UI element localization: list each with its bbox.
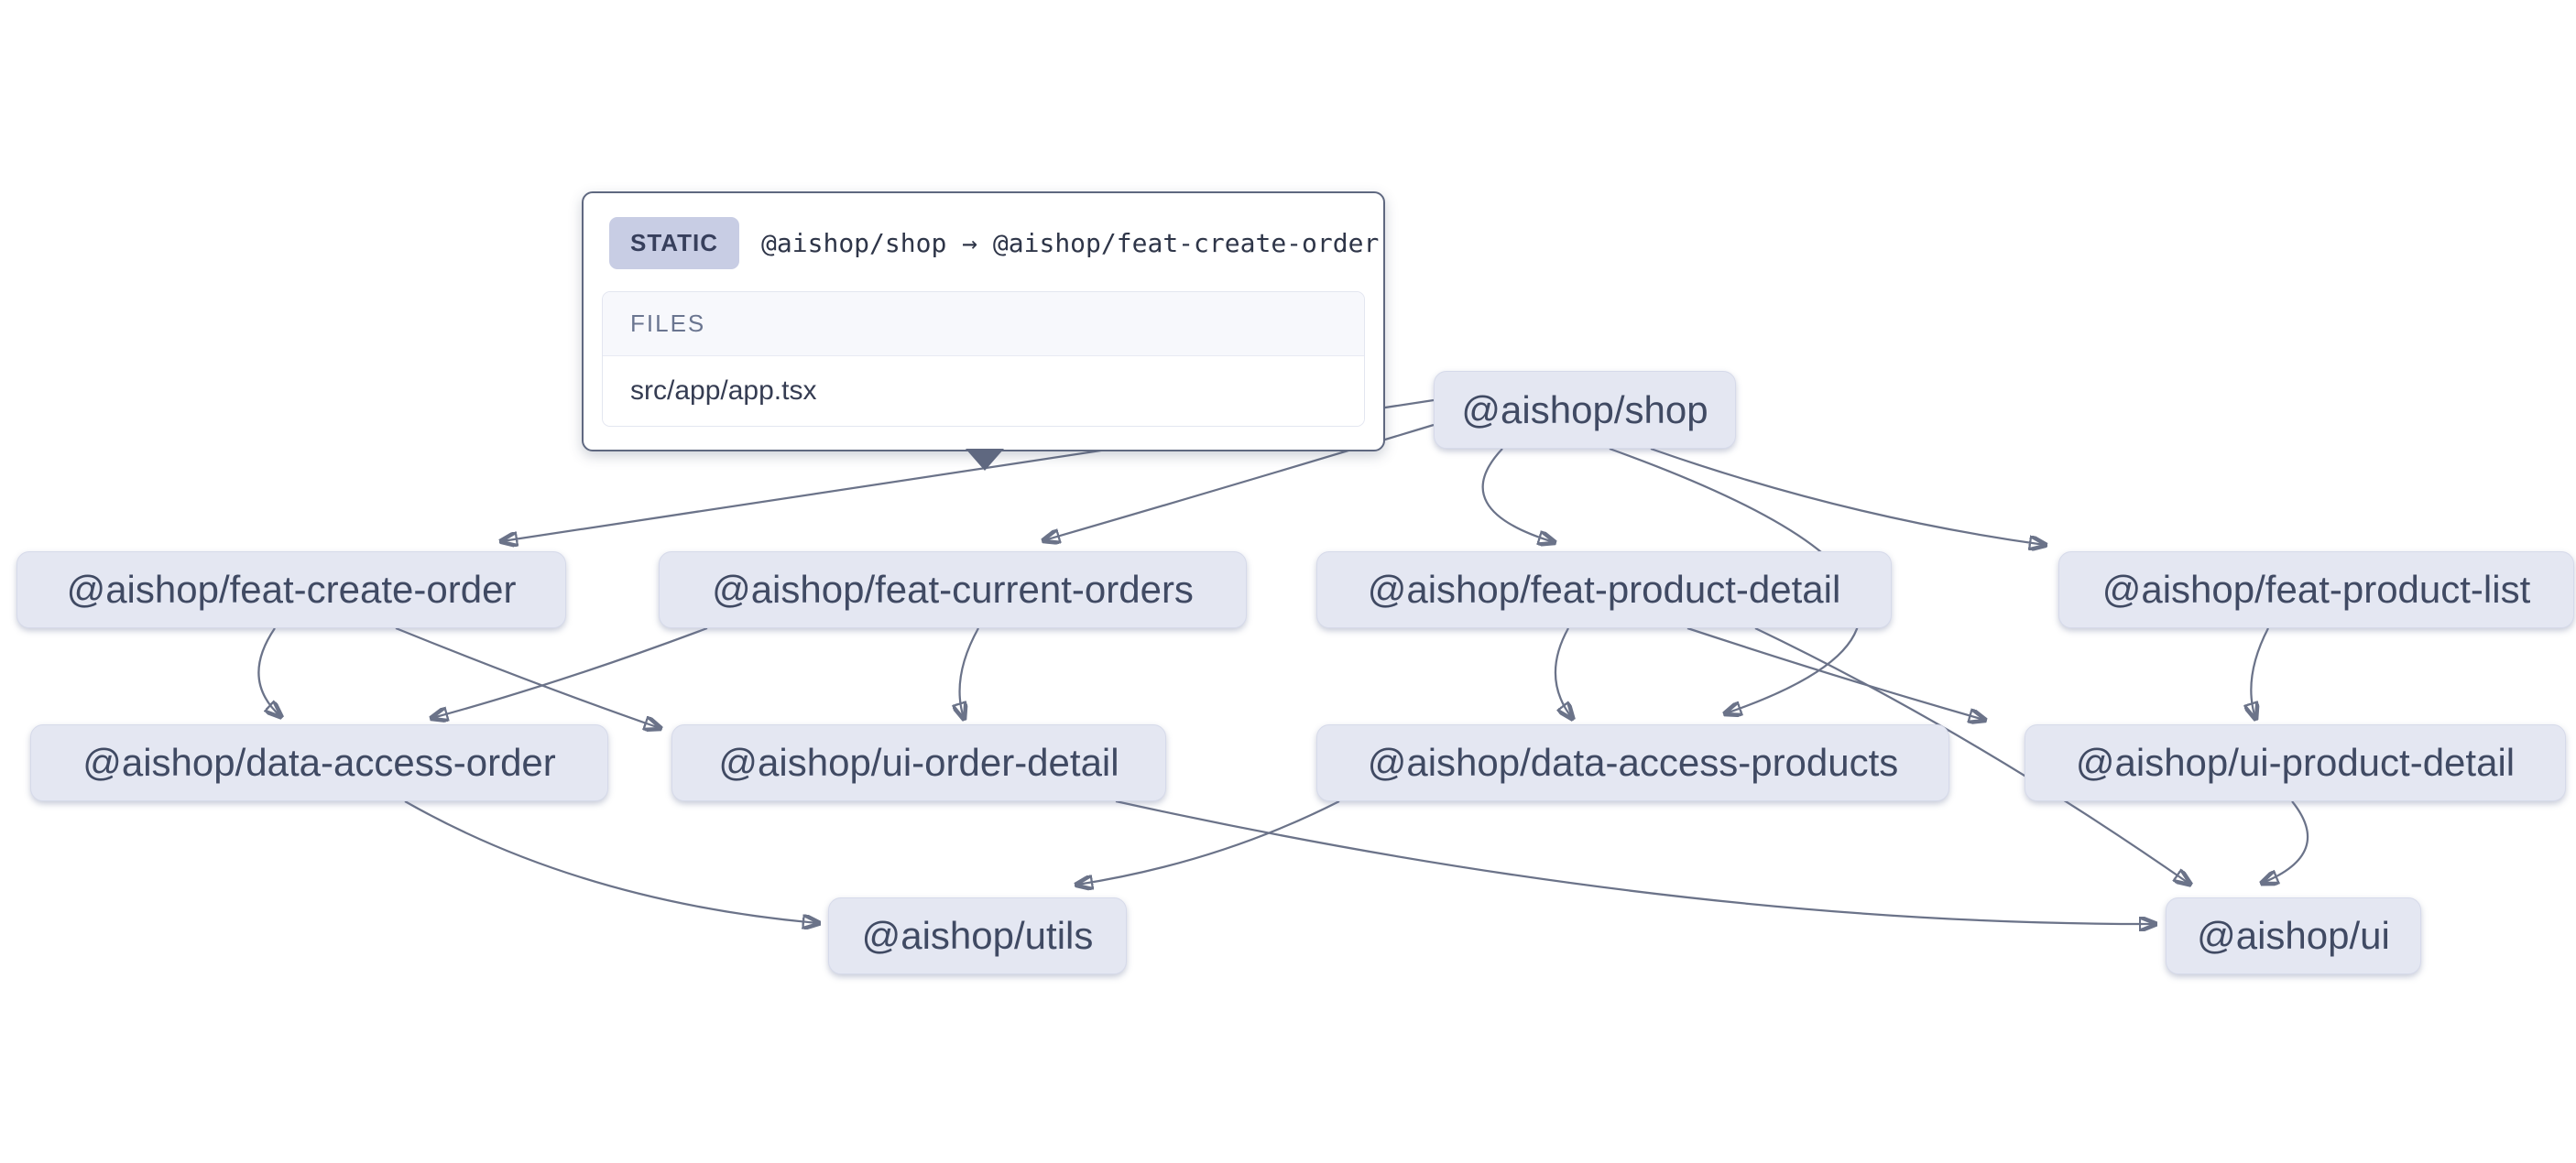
edge-ui-product-detail->ui[interactable] xyxy=(2263,800,2309,883)
files-box: FILES src/app/app.tsx xyxy=(602,291,1365,427)
edge-tooltip: STATIC @aishop/shop → @aishop/feat-creat… xyxy=(582,191,1385,471)
node-shop[interactable]: @aishop/shop xyxy=(1434,371,1736,449)
node-data-access-products[interactable]: @aishop/data-access-products xyxy=(1316,724,1949,801)
edge-feat-current-orders->data-access-order[interactable] xyxy=(432,626,708,718)
node-ui-product-detail[interactable]: @aishop/ui-product-detail xyxy=(2025,724,2566,801)
node-feat-current-orders[interactable]: @aishop/feat-current-orders xyxy=(659,551,1247,628)
node-data-access-order[interactable]: @aishop/data-access-order xyxy=(30,724,608,801)
edge-feat-product-detail->ui[interactable] xyxy=(1754,626,2189,884)
node-ui[interactable]: @aishop/ui xyxy=(2166,897,2421,974)
edge-feat-create-order->ui-order-detail[interactable] xyxy=(395,626,660,728)
file-row: src/app/app.tsx xyxy=(603,356,1364,426)
edge-data-access-order->utils[interactable] xyxy=(404,800,818,923)
node-ui-order-detail[interactable]: @aishop/ui-order-detail xyxy=(671,724,1166,801)
edge-feat-create-order->data-access-order[interactable] xyxy=(257,627,280,716)
node-feat-create-order[interactable]: @aishop/feat-create-order xyxy=(16,551,566,628)
edge-feat-product-detail->data-access-products[interactable] xyxy=(1554,627,1572,718)
node-utils[interactable]: @aishop/utils xyxy=(828,897,1127,974)
edge-ui-order-detail->ui[interactable] xyxy=(1115,799,2155,924)
edge-feat-current-orders->ui-order-detail[interactable] xyxy=(960,627,979,718)
dependency-type-badge: STATIC xyxy=(609,217,740,269)
files-header: FILES xyxy=(603,292,1364,356)
tooltip-header: STATIC @aishop/shop → @aishop/feat-creat… xyxy=(584,193,1383,284)
edge-data-access-products->utils[interactable] xyxy=(1077,799,1340,885)
tooltip-caret-icon xyxy=(966,449,1004,471)
edge-shop->feat-product-list[interactable] xyxy=(1650,447,2045,545)
dependency-label: @aishop/shop → @aishop/feat-create-order xyxy=(761,228,1380,258)
node-feat-product-list[interactable]: @aishop/feat-product-list xyxy=(2058,551,2574,628)
edge-feat-product-list->ui-product-detail[interactable] xyxy=(2251,627,2269,718)
edge-feat-product-detail->ui-product-detail[interactable] xyxy=(1686,626,1984,720)
edge-shop->feat-product-detail[interactable] xyxy=(1481,448,1554,542)
node-feat-product-detail[interactable]: @aishop/feat-product-detail xyxy=(1316,551,1892,628)
